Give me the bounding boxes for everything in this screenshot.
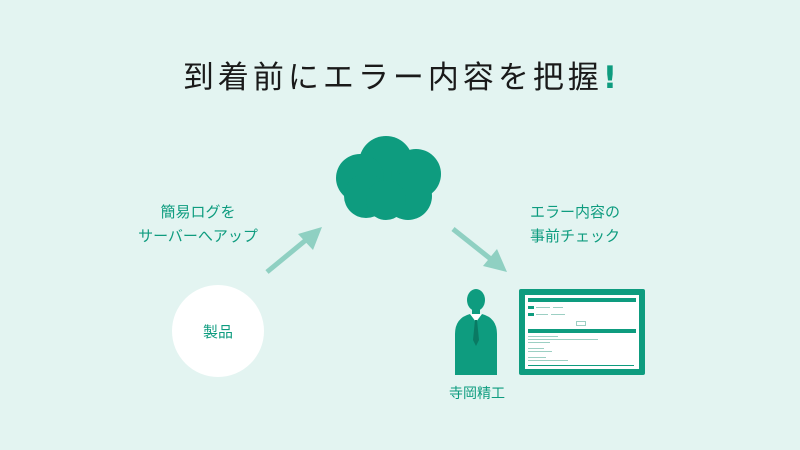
- screen-line: [528, 339, 598, 340]
- screen-content: [525, 295, 639, 369]
- screen-line: [536, 314, 548, 315]
- title-text: 到着前にエラー内容を把握: [182, 60, 603, 96]
- arrow-icon-upload: [265, 227, 322, 274]
- screen-header-bar: [528, 298, 636, 302]
- monitor-screen-icon: [519, 289, 645, 375]
- screen-line: [553, 307, 563, 308]
- screen-footer-line: [528, 365, 634, 366]
- arrow-icon-check: [451, 227, 507, 272]
- screen-section-bar: [528, 329, 636, 333]
- screen-line: [528, 348, 544, 349]
- screen-line: [528, 342, 550, 343]
- screen-line: [528, 336, 558, 337]
- product-node: 製品: [172, 285, 264, 377]
- screen-chip: [528, 313, 534, 316]
- upload-caption-line1: 簡易ログを: [160, 203, 236, 221]
- upload-caption: 簡易ログを サーバーへアップ: [118, 200, 278, 248]
- upload-caption-line2: サーバーへアップ: [138, 227, 258, 245]
- screen-line: [551, 314, 565, 315]
- screen-line: [528, 351, 552, 352]
- product-label: 製品: [202, 322, 233, 341]
- company-label: 寺岡精工: [449, 386, 505, 402]
- screen-line: [536, 307, 550, 308]
- check-caption-line2: 事前チェック: [529, 227, 620, 245]
- title-exclamation: !: [602, 60, 618, 96]
- check-caption-line1: エラー内容の: [529, 203, 620, 221]
- page-title: 到着前にエラー内容を把握!: [0, 52, 800, 97]
- check-caption: エラー内容の 事前チェック: [500, 200, 650, 248]
- screen-line: [528, 357, 546, 358]
- screen-button: [576, 321, 586, 326]
- screen-chip: [528, 306, 534, 309]
- screen-line: [528, 360, 568, 361]
